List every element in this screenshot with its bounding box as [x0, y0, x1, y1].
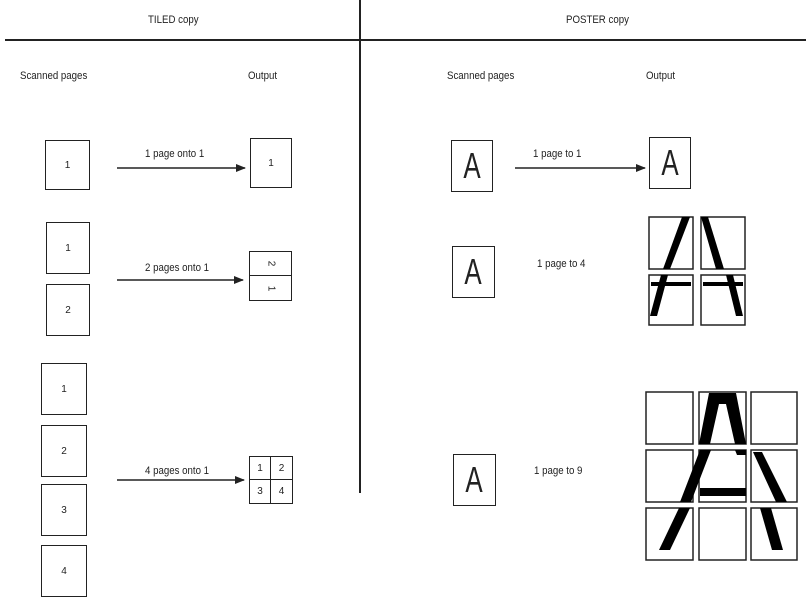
- tiled-output-page: 1: [250, 138, 292, 188]
- poster-title: POSTER copy: [566, 14, 629, 26]
- tiled-scanned-page: 2: [46, 284, 90, 336]
- poster-row-label: 1 page to 9: [534, 465, 583, 477]
- tiled-scanned-page: 4: [41, 545, 87, 597]
- poster-scanned-header: Scanned pages: [447, 70, 515, 82]
- tiled-output-page: 1 2 3 4: [249, 456, 293, 504]
- tiled-output-header: Output: [248, 70, 278, 82]
- poster-output-header: Output: [646, 70, 676, 82]
- poster-output-page: A: [649, 137, 691, 189]
- tiled-output-cell: 4: [278, 486, 285, 497]
- center-divider: [359, 0, 361, 493]
- poster-row-label: 1 page to 1: [533, 148, 582, 160]
- tiled-title: TILED copy: [148, 14, 199, 26]
- tiled-scanned-header: Scanned pages: [20, 70, 88, 82]
- poster-row-label: 1 page to 4: [537, 258, 586, 270]
- poster-scanned-page: A: [453, 454, 496, 506]
- tiled-output-cell: 2: [271, 457, 292, 480]
- tiled-output-cell: 3: [250, 480, 271, 503]
- tiled-output-page: 2 1: [249, 251, 292, 301]
- poster-9-tiles: [645, 391, 798, 561]
- tiled-scanned-page: 3: [41, 484, 87, 536]
- tiled-scanned-page: 2: [41, 425, 87, 477]
- tiled-scanned-page: 1: [41, 363, 87, 415]
- poster-scanned-page: A: [451, 140, 493, 192]
- tiled-output-cell: 2: [250, 252, 291, 276]
- tiled-output-cell: 1: [250, 457, 271, 480]
- tiled-row-label: 4 pages onto 1: [145, 465, 210, 477]
- tiled-row-label: 1 page onto 1: [145, 148, 205, 160]
- tiled-row-label: 2 pages onto 1: [145, 262, 210, 274]
- header-divider: [5, 39, 806, 41]
- tiled-scanned-page: 1: [46, 222, 90, 274]
- poster-4-tiles: [648, 216, 746, 326]
- tiled-scanned-page: 1: [45, 140, 90, 190]
- poster-scanned-page: A: [452, 246, 495, 298]
